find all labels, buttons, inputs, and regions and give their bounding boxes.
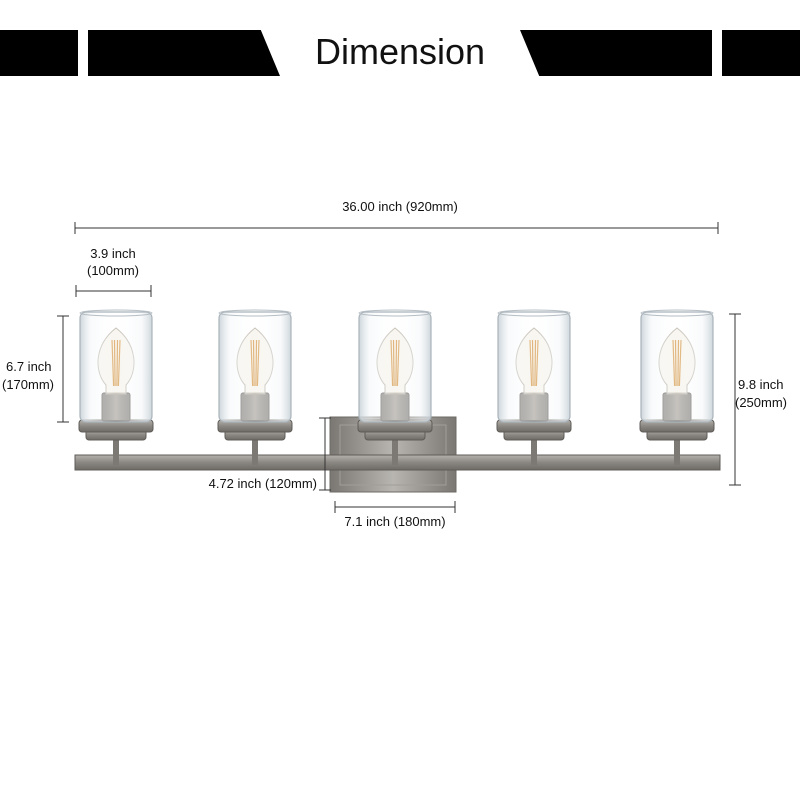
header-bar-left-1 bbox=[0, 30, 78, 76]
lamp-4 bbox=[496, 309, 572, 465]
header-bar-left-2 bbox=[88, 30, 280, 76]
shade-height-dimension-line bbox=[57, 315, 69, 423]
backplate-width-label: 7.1 inch (180mm) bbox=[344, 514, 446, 529]
lamp-1 bbox=[78, 309, 154, 465]
page-title: Dimension bbox=[314, 31, 486, 72]
shade-height-label-line2: (170mm) bbox=[2, 377, 55, 392]
backplate-height-dimension-line bbox=[319, 417, 331, 491]
lamp-2 bbox=[217, 309, 293, 465]
overall-width-label: 36.00 inch (920mm) bbox=[342, 199, 458, 214]
lamp-5 bbox=[639, 309, 715, 465]
overall-height-label-line2: (250mm) bbox=[735, 395, 788, 410]
overall-height-dimension-line bbox=[729, 313, 741, 486]
shade-height-label-line1: 6.7 inch bbox=[6, 359, 52, 374]
overall-width-dimension-line bbox=[74, 222, 719, 234]
backplate-width-dimension-line bbox=[334, 501, 456, 513]
header-bar-right-2 bbox=[722, 30, 800, 76]
shade-width-label-line2: (100mm) bbox=[86, 263, 139, 278]
shade-width-label-line1: 3.9 inch bbox=[90, 246, 136, 261]
backplate-height-label: 4.72 inch (120mm) bbox=[208, 476, 317, 491]
lamp-3 bbox=[357, 309, 433, 465]
shade-width-dimension-line bbox=[75, 285, 152, 297]
header-bar-right-1 bbox=[520, 30, 712, 76]
overall-height-label-line1: 9.8 inch bbox=[738, 377, 784, 392]
